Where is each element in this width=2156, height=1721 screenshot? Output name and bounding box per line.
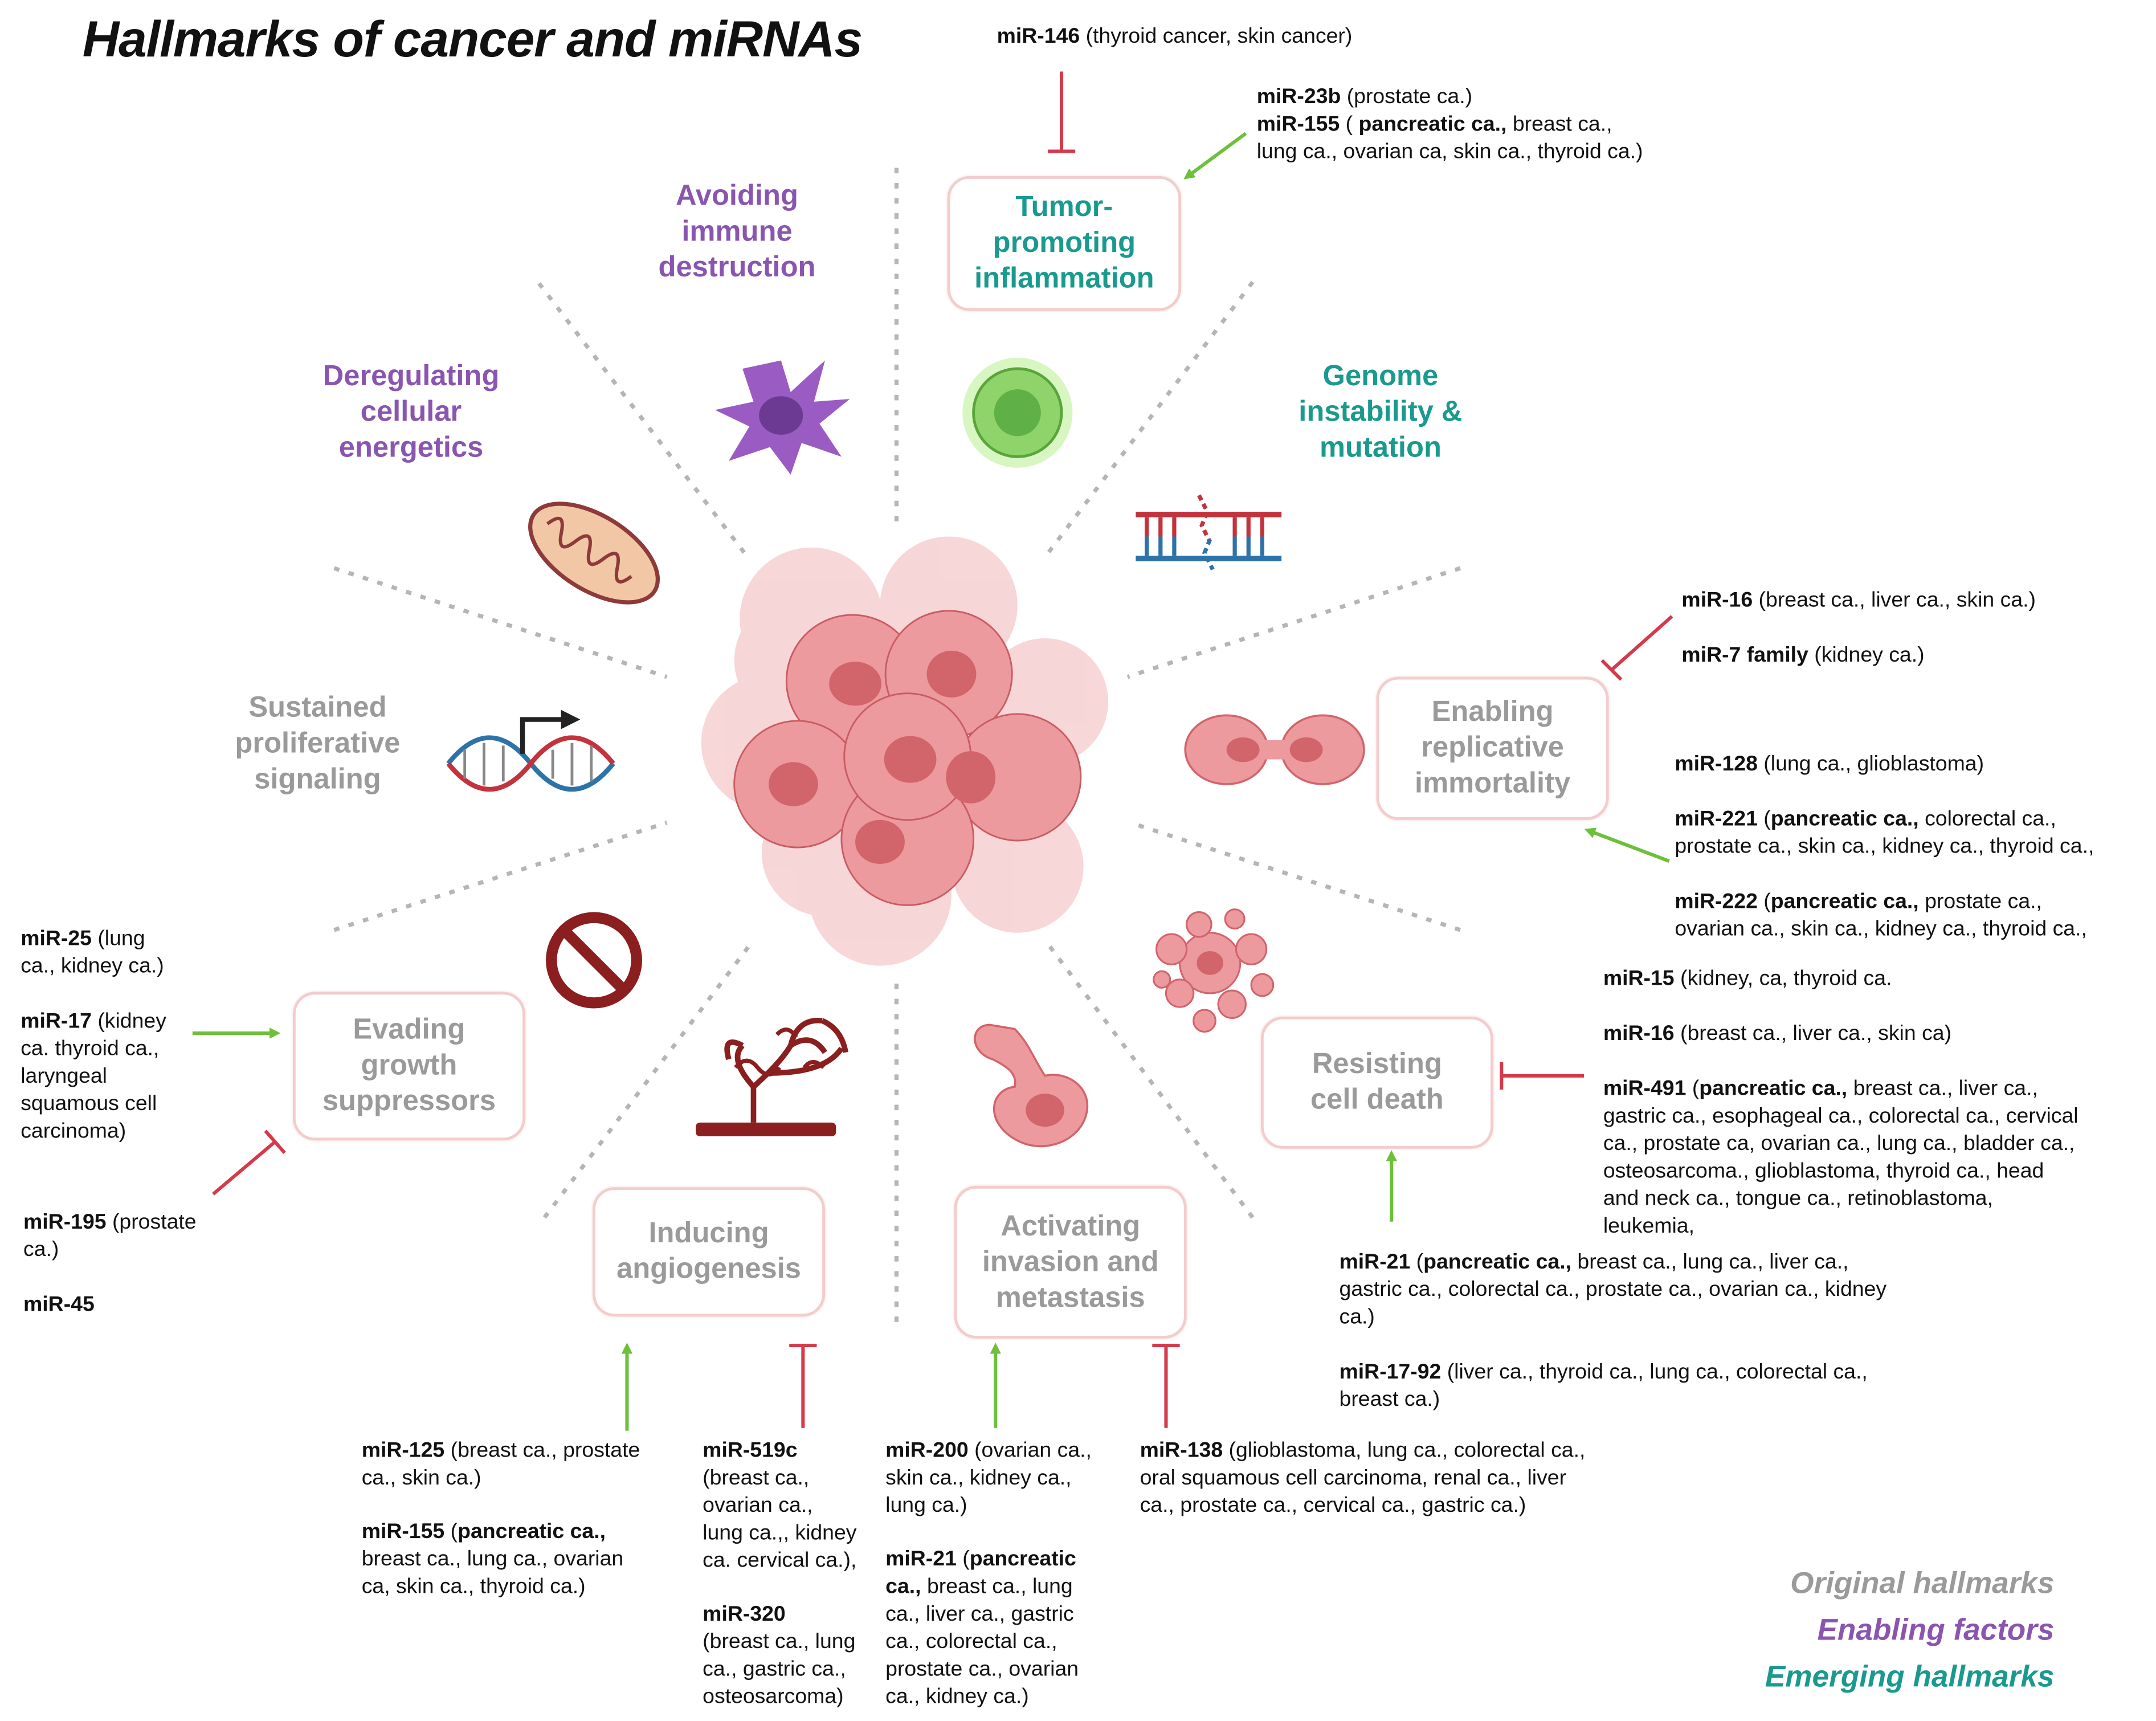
mirna-note-cd-mir21: miR-21 (pancreatic ca., breast ca., lung…	[1339, 1250, 1887, 1329]
migrating-cell-icon	[974, 1023, 1089, 1148]
mirna-note-mir146: miR-146 (thyroid cancer, skin cancer)	[997, 25, 1353, 48]
hallmark-label-line: promoting	[993, 227, 1136, 259]
mirna-note-ang-mir519c: miR-519c (breast ca., ovarian ca., lung …	[703, 1439, 857, 1573]
mirna-note-gs-mir45: miR-45	[23, 1293, 95, 1317]
mirna-note-inv-mir21: miR-21 (pancreatic ca., breast ca., lung…	[885, 1547, 1079, 1709]
mirna-note-ang-mir125: miR-125 (breast ca., prostate ca., skin …	[361, 1439, 640, 1490]
mirna-note-ang-mir155: miR-155 (pancreatic ca., breast ca., lun…	[361, 1520, 624, 1599]
dna-break-icon	[1136, 494, 1282, 571]
mirna-note-rep-mir221: miR-221 (pancreatic ca., colorectal ca.,…	[1675, 808, 2094, 859]
mirna-note-gs-mir195: miR-195 (prostate ca.)	[23, 1210, 197, 1262]
hallmark-tumor-promoting-inflammation: Tumor- promoting inflammation	[947, 176, 1181, 311]
divider-left-upper	[333, 566, 668, 679]
dividing-cell-icon	[1184, 714, 1365, 785]
arrow-to-replicative	[1584, 827, 1670, 863]
divider-right-upper	[1126, 566, 1461, 679]
mirna-note-inv-mir200: miR-200 (ovarian ca., skin ca., kidney c…	[885, 1439, 1092, 1518]
mirna-note-gs-mir17: miR-17 (kidney ca. thyroid ca., laryngea…	[21, 1009, 166, 1144]
legend-emerging-hallmarks: Emerging hallmarks	[1765, 1659, 2055, 1694]
sector-dividers	[333, 168, 1461, 1332]
blood-vessel-icon	[696, 1017, 848, 1137]
inhibit-replicative	[1610, 615, 1673, 671]
dna-helix-icon	[446, 709, 615, 792]
divider-top-left	[537, 282, 749, 557]
mitochondrion-icon	[528, 501, 660, 605]
mirna-note-cd-mir17-92: miR-17-92 (liver ca., thyroid ca., lung …	[1339, 1360, 1868, 1412]
divider-bottom-left	[542, 942, 753, 1219]
inhibit-suppressors	[212, 1140, 276, 1196]
legend-original-hallmarks: Original hallmarks	[1790, 1565, 2055, 1600]
divider-right-lower	[1129, 821, 1461, 932]
mirna-note-ang-mir320: miR-320 (breast ca., lung ca., gastric c…	[703, 1602, 856, 1709]
mirna-note-rep-mir16: miR-16 (breast ca., liver ca., skin ca.)	[1681, 589, 2036, 613]
mirna-note-cd-mir15: miR-15 (kidney, ca, thyroid ca.	[1603, 967, 1892, 991]
divider-left-lower	[333, 821, 668, 932]
prohibition-sign-icon	[546, 912, 642, 1009]
mirna-note-cd-mir16: miR-16 (breast ca., liver ca., skin ca)	[1603, 1022, 1952, 1046]
divider-bottom-right	[1046, 942, 1255, 1219]
hallmark-label-line: Tumor-	[1015, 191, 1113, 223]
immune-cell-icon	[714, 360, 850, 475]
mirna-note-mir23b-mir155: miR-23b (prostate ca.) miR-155 ( pancrea…	[1256, 85, 1643, 164]
promoting-arrows	[192, 132, 1670, 1431]
mirna-note-rep-mir7: miR-7 family (kidney ca.)	[1681, 643, 1925, 667]
mirna-note-rep-mir222: miR-222 (pancreatic ca., prostate ca., o…	[1675, 890, 2087, 941]
arrow-to-inflammation	[1183, 132, 1247, 180]
mirna-note-gs-mir25: miR-25 (lung ca., kidney ca.)	[21, 927, 164, 978]
inflamed-cell-icon	[962, 357, 1073, 468]
inhibiting-arrows	[212, 71, 1673, 1428]
apoptotic-cell-icon	[1153, 908, 1275, 1033]
legend-enabling-factors: Enabling factors	[1817, 1612, 2055, 1647]
diagram-title: Hallmarks of cancer and miRNAs	[82, 11, 863, 68]
tumor-cell-cluster-icon	[701, 536, 1109, 966]
mirna-note-inv-mir138: miR-138 (glioblastoma, lung ca., colorec…	[1140, 1439, 1586, 1518]
mirna-note-cd-mir491: miR-491 (pancreatic ca., breast ca., liv…	[1603, 1077, 2079, 1238]
hallmark-label-line: inflammation	[974, 263, 1154, 295]
mirna-note-rep-mir128: miR-128 (lung ca., glioblastoma)	[1675, 752, 1984, 776]
